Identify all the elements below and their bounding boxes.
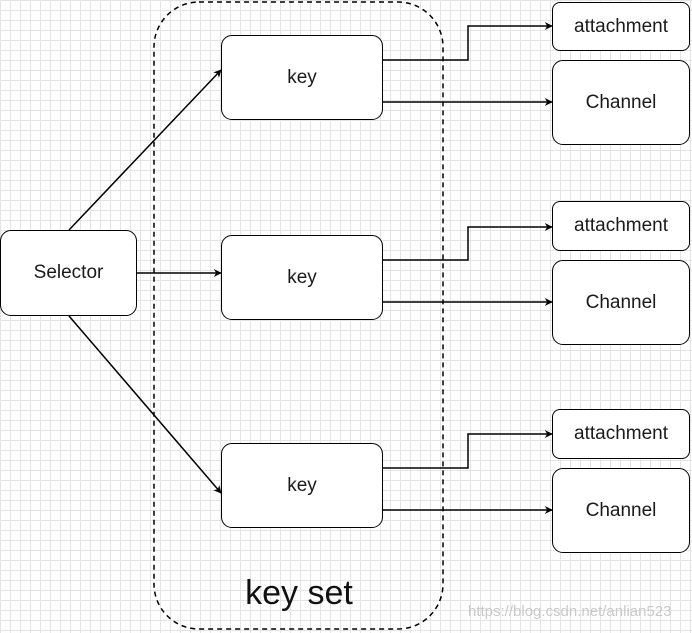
attachment-node-2[interactable]: attachment xyxy=(552,201,690,251)
watermark-text: https://blog.csdn.net/anlian523 xyxy=(468,603,672,620)
key-node-3[interactable]: key xyxy=(221,443,383,528)
attachment-node-3[interactable]: attachment xyxy=(552,409,690,459)
key-node-2[interactable]: key xyxy=(221,235,383,320)
key-3-to-attachment-edge xyxy=(383,430,553,469)
selector-to-key-1-edge xyxy=(68,69,222,231)
key-node-1[interactable]: key xyxy=(221,35,383,120)
selector-to-key-3-edge xyxy=(68,315,222,494)
key-2-to-attachment-edge xyxy=(383,223,553,261)
channel-node-2[interactable]: Channel xyxy=(552,260,690,345)
selector-node[interactable]: Selector xyxy=(0,230,137,316)
attachment-node-1[interactable]: attachment xyxy=(552,2,690,51)
key-set-label: key set xyxy=(245,574,353,612)
channel-node-1[interactable]: Channel xyxy=(552,60,690,145)
key-set-container xyxy=(153,1,444,630)
channel-node-3[interactable]: Channel xyxy=(552,468,690,553)
key-1-to-attachment-edge xyxy=(383,22,553,61)
